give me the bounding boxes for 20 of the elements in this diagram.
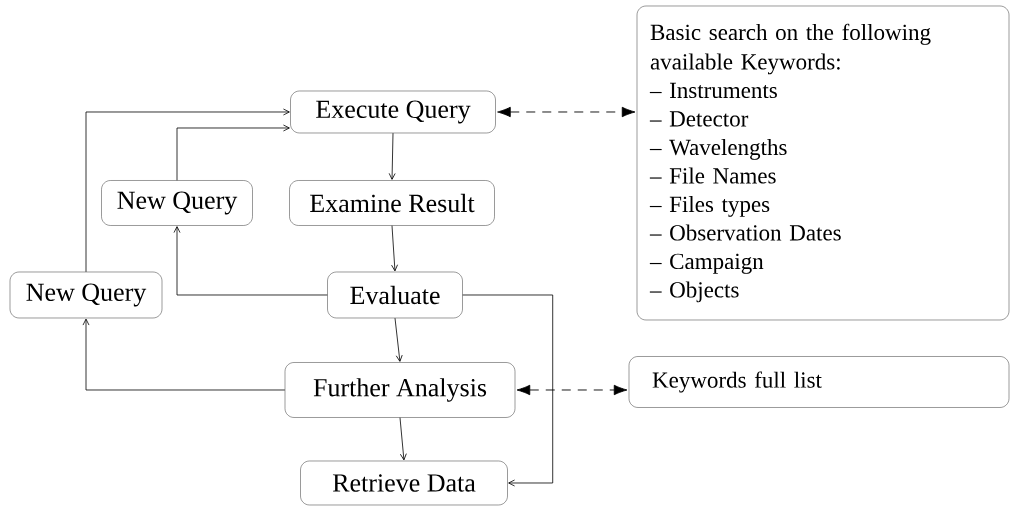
arrow bbox=[176, 124, 290, 181]
arrow bbox=[173, 226, 328, 296]
arrow bbox=[516, 384, 628, 396]
process-box: Examine Result bbox=[289, 180, 495, 226]
arrow bbox=[462, 294, 554, 487]
info-box: Keywords full list bbox=[628, 356, 1010, 408]
arrow bbox=[399, 417, 407, 461]
process-box: Retrieve Data bbox=[300, 460, 508, 506]
arrow bbox=[391, 225, 398, 272]
arrow bbox=[85, 108, 290, 273]
process-box: New Query bbox=[101, 180, 253, 226]
process-box: New Query bbox=[9, 271, 163, 319]
arrow bbox=[388, 132, 396, 180]
process-box: Evaluate bbox=[327, 271, 463, 319]
process-box: Further Analysis bbox=[284, 362, 516, 418]
arrow bbox=[497, 106, 636, 118]
process-box: Execute Query bbox=[290, 90, 496, 134]
arrow bbox=[82, 318, 286, 391]
keyword-list-box: Basic search on the following available Keywords: – Instruments – Detector – Wavelengths – File Names – Files types – Observation Dates – Campaign – Objects bbox=[636, 5, 1010, 321]
arrow bbox=[394, 317, 403, 362]
